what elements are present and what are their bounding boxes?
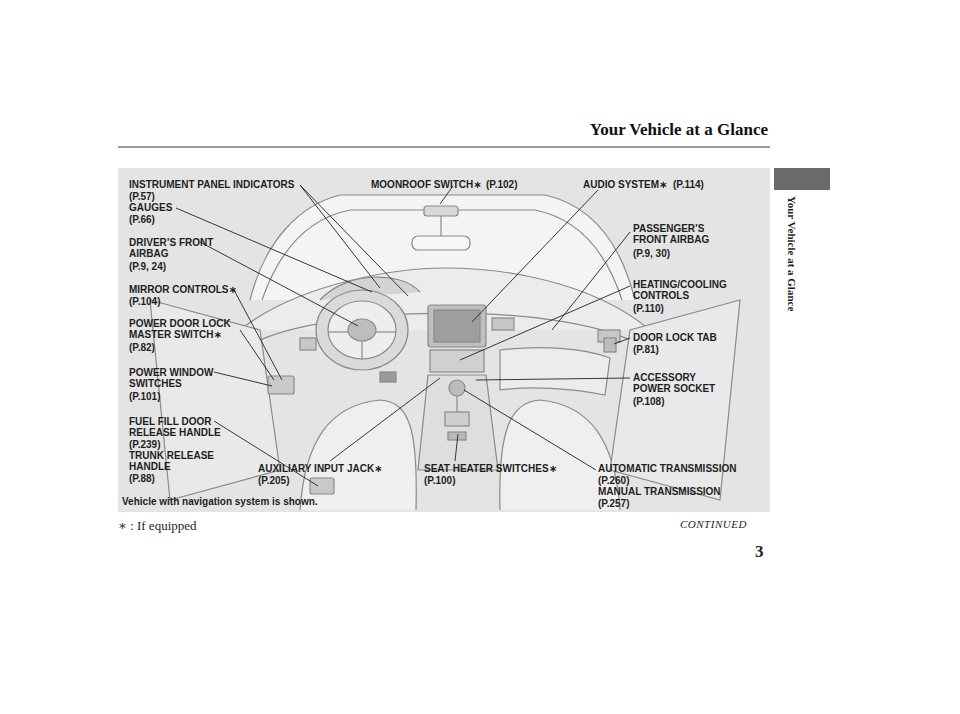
page-title: Your Vehicle at a Glance [590,120,768,140]
page-ref: (P.101) [129,391,161,402]
callout-label: SEAT HEATER SWITCHES∗ [424,463,557,474]
callout-label: AUTOMATIC TRANSMISSION [598,463,737,474]
page-ref: (P.57) [129,191,155,202]
page-ref: (P.257) [598,498,630,509]
page-ref: (P.104) [129,296,161,307]
callout-label: MIRROR CONTROLS∗ [129,284,237,295]
page-number: 3 [755,543,764,561]
callout-label: DRIVER’S FRONT AIRBAG [129,237,229,259]
leader-lines [176,185,630,486]
page-ref: (P.110) [633,303,664,314]
page-ref: (P.114) [673,179,704,190]
page-ref: (P.205) [258,475,290,486]
callout-label: POWER WINDOW SWITCHES [129,367,221,389]
page-ref: (P.81) [633,344,659,355]
page-ref: (P.88) [129,473,155,484]
callout-label: MANUAL TRANSMISSION [598,486,721,497]
page-ref: (P.9, 30) [633,248,670,259]
continued-note: CONTINUED [680,519,747,530]
figure-note: Vehicle with navigation system is shown. [122,496,318,507]
callout-label: AUDIO SYSTEM∗ [583,179,668,190]
cabin-drawing [150,195,740,510]
callout-label: TRUNK RELEASE HANDLE [129,450,231,472]
footnote: ∗ : If equipped [118,518,197,533]
page-ref: (P.239) [129,439,161,450]
callout-label: GAUGES [129,202,172,213]
page-ref: (P.9, 24) [129,261,166,272]
page-ref: (P.108) [633,396,665,407]
page-ref: (P.66) [129,214,155,225]
figure-panel [118,168,770,512]
page-ref: (P.260) [598,475,630,486]
side-tab [774,168,830,190]
header-rule [118,147,770,148]
callout-label: POWER DOOR LOCK MASTER SWITCH∗ [129,318,241,340]
callout-label: PASSENGER’S FRONT AIRBAG [633,223,725,245]
callout-label: AUXILIARY INPUT JACK∗ [258,463,383,474]
callout-label: MOONROOF SWITCH∗ [371,179,482,190]
page-ref: (P.102) [486,179,518,190]
side-tab-text: Your Vehicle at a Glance [786,196,798,311]
callout-label: INSTRUMENT PANEL INDICATORS [129,179,294,190]
callout-label: FUEL FILL DOOR RELEASE HANDLE [129,416,231,438]
callout-label: ACCESSORY POWER SOCKET [633,372,725,394]
callout-label: HEATING/COOLING CONTROLS [633,279,745,301]
page-ref: (P.82) [129,342,155,353]
page-ref: (P.100) [424,475,456,486]
callout-label: DOOR LOCK TAB [633,332,717,343]
